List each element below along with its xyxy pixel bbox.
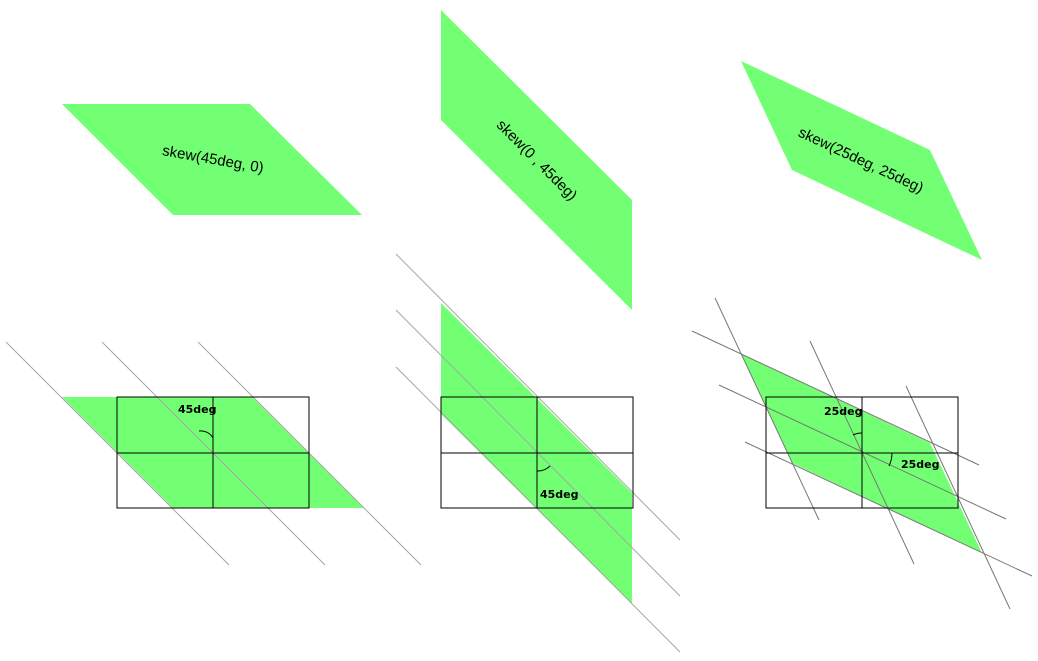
example-2-top: skew(0 , 45deg) [441,10,632,310]
example-1-top: skew(45deg, 0) [62,104,362,215]
reference-grid-2 [440,396,634,509]
guide-line-shallow-1 [691,330,980,466]
skewed-shape-3 [741,61,982,260]
angle-label-1: 45deg [178,403,217,416]
angle-arc-3a [852,432,863,436]
example-1-construction: 45deg [5,341,422,566]
skewed-shape-1 [62,104,362,215]
angle-label-3b: 25deg [901,458,940,471]
reference-grid-1 [116,396,310,509]
guide-line-shallow-3 [744,441,1033,577]
angle-arc-2 [536,465,551,472]
example-2-construction: 45deg [395,253,681,653]
example-3-construction: 25deg 25deg [691,297,1033,610]
example-3-top: skew(25deg, 25deg) [741,61,982,260]
angle-label-2: 45deg [540,488,579,501]
guide-line-steep-1 [714,297,820,521]
angle-label-3a: 25deg [824,405,863,418]
angle-arc-1 [198,430,214,439]
skewed-shape-2 [441,10,632,310]
reference-grid-3 [765,396,959,509]
angle-arc-3b [888,452,893,467]
